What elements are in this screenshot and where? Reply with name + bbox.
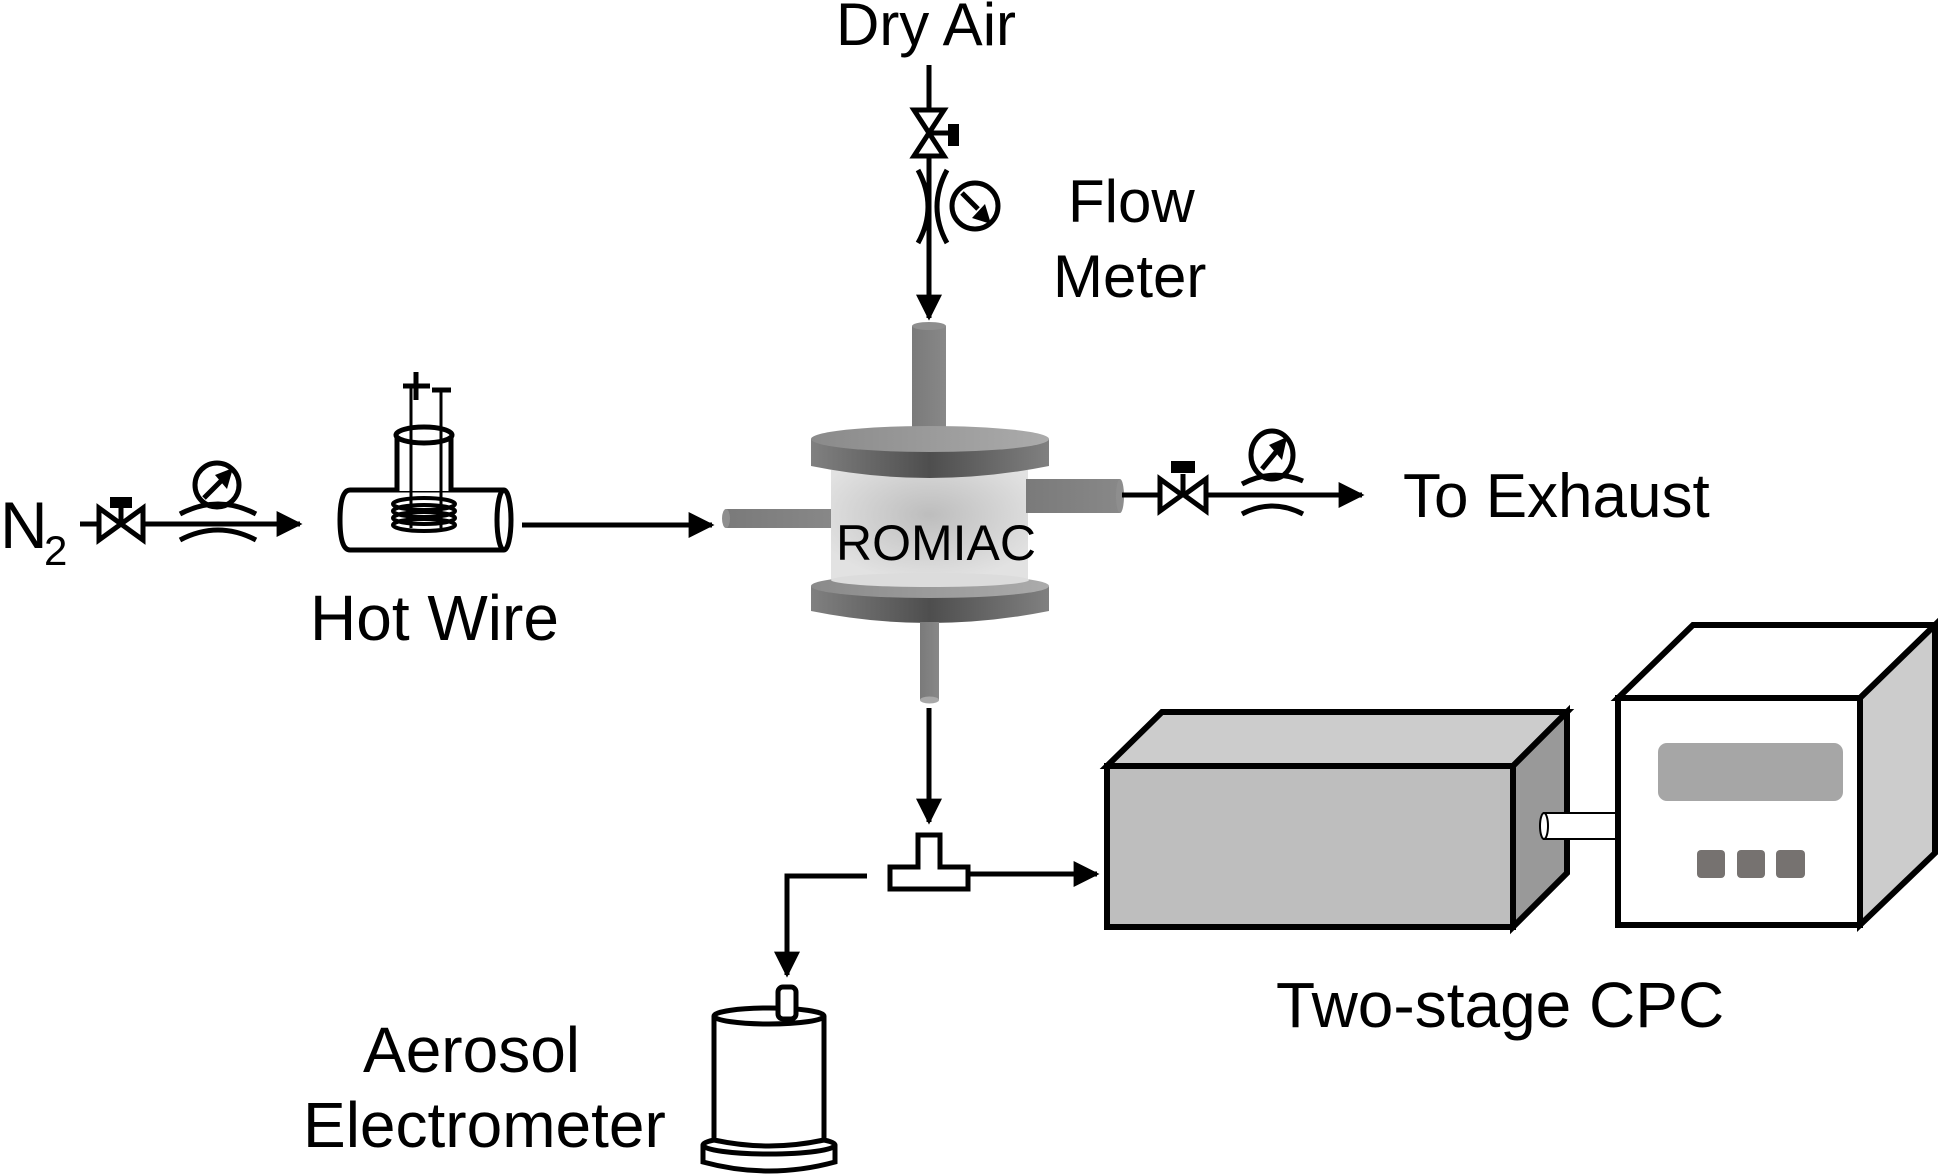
cpc-counter-unit bbox=[1610, 617, 1938, 933]
n2-subscript: 2 bbox=[44, 527, 67, 574]
romiac-left-inlet-tube bbox=[726, 509, 834, 528]
cpc-condenser-unit bbox=[1099, 704, 1575, 935]
counter-button-3 bbox=[1776, 850, 1805, 878]
hot-wire-generator bbox=[337, 372, 514, 553]
n2-label: N bbox=[0, 488, 48, 562]
romiac-exhaust-tube bbox=[1026, 479, 1120, 513]
romiac-bottom-outlet-tube bbox=[920, 622, 939, 700]
electrometer-inlet-nozzle bbox=[775, 984, 799, 1022]
n2-source: N 2 bbox=[0, 488, 67, 574]
cpc-connecting-tube bbox=[1539, 812, 1620, 840]
counter-front-face bbox=[1615, 695, 1863, 928]
counter-button-1 bbox=[1697, 850, 1725, 878]
romiac-top-inlet-tube bbox=[912, 326, 946, 430]
romiac-top-plate bbox=[811, 426, 1049, 478]
needle-valve-icon bbox=[1157, 461, 1209, 516]
flow-meter-label-line1: Flow bbox=[1068, 168, 1195, 235]
heating-coil-icon bbox=[391, 496, 457, 533]
needle-valve-icon bbox=[909, 107, 959, 159]
flow-meter-icon bbox=[178, 460, 258, 543]
tee-to-electrometer-line bbox=[774, 873, 867, 978]
cpc-front-face bbox=[1104, 763, 1516, 930]
tee-splitter bbox=[887, 832, 971, 892]
electrometer-label-line1: Aerosol bbox=[363, 1014, 580, 1086]
counter-button-2 bbox=[1737, 850, 1765, 878]
romiac-core bbox=[831, 470, 1028, 582]
flow-meter-label-line2: Meter bbox=[1053, 243, 1206, 310]
cpc-top-face bbox=[1099, 709, 1575, 769]
electrometer-label-line2: Electrometer bbox=[303, 1089, 666, 1161]
romiac-analyzer: ROMIAC bbox=[722, 322, 1124, 704]
cpc-label: Two-stage CPC bbox=[1276, 969, 1724, 1041]
hot-wire-label: Hot Wire bbox=[310, 582, 559, 654]
aerosol-electrometer bbox=[700, 984, 838, 1174]
counter-display bbox=[1658, 743, 1843, 801]
plus-terminal-icon bbox=[403, 372, 430, 400]
electrometer-body bbox=[711, 1016, 827, 1149]
dry-air-label: Dry Air bbox=[836, 0, 1016, 58]
romiac-bottom-plate bbox=[811, 573, 1049, 623]
flow-meter-icon bbox=[1240, 428, 1305, 517]
needle-valve-icon bbox=[96, 497, 146, 545]
romiac-label: ROMIAC bbox=[836, 515, 1036, 571]
flow-meter-icon bbox=[915, 168, 1001, 245]
to-exhaust-label: To Exhaust bbox=[1403, 462, 1710, 531]
